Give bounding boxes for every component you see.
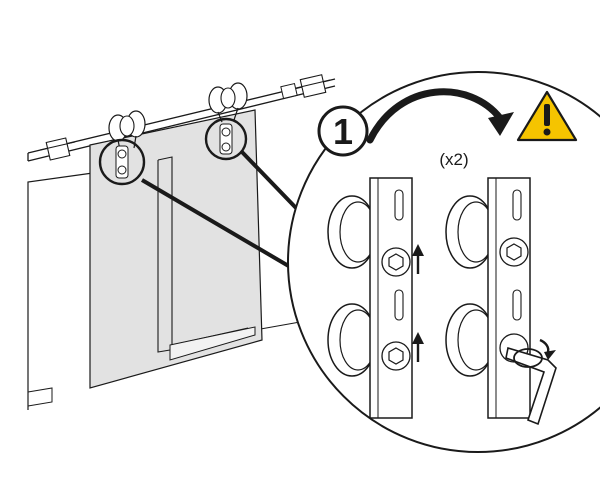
roller-hanger-left bbox=[108, 110, 146, 151]
rail-bracket-right bbox=[295, 74, 331, 98]
wall-edge bbox=[27, 171, 101, 410]
leader-line-right bbox=[240, 150, 300, 212]
zoom-circle-outline bbox=[287, 71, 600, 453]
rail bbox=[27, 74, 336, 162]
zoom-detail bbox=[287, 71, 600, 453]
detail-marker-left bbox=[98, 138, 146, 186]
warning-triangle-icon bbox=[516, 90, 578, 142]
step-badge: 1 bbox=[317, 105, 369, 157]
quantity-label: (x2) bbox=[439, 150, 468, 169]
door-threshold bbox=[169, 326, 256, 361]
rail-bracket-left bbox=[39, 137, 76, 161]
leader-line-left bbox=[140, 178, 294, 270]
door-panel bbox=[89, 109, 263, 389]
curved-arrow-icon bbox=[366, 88, 514, 144]
floor-line bbox=[254, 321, 301, 331]
baseboard bbox=[27, 387, 53, 407]
roller-hanger-right bbox=[208, 82, 248, 123]
door-scene bbox=[27, 74, 336, 410]
hanger-bracket-left bbox=[327, 177, 413, 419]
allen-key-icon bbox=[505, 338, 557, 426]
step-number: 1 bbox=[333, 111, 353, 152]
detail-marker-right bbox=[204, 117, 248, 161]
arrow-up-icon bbox=[412, 244, 424, 362]
